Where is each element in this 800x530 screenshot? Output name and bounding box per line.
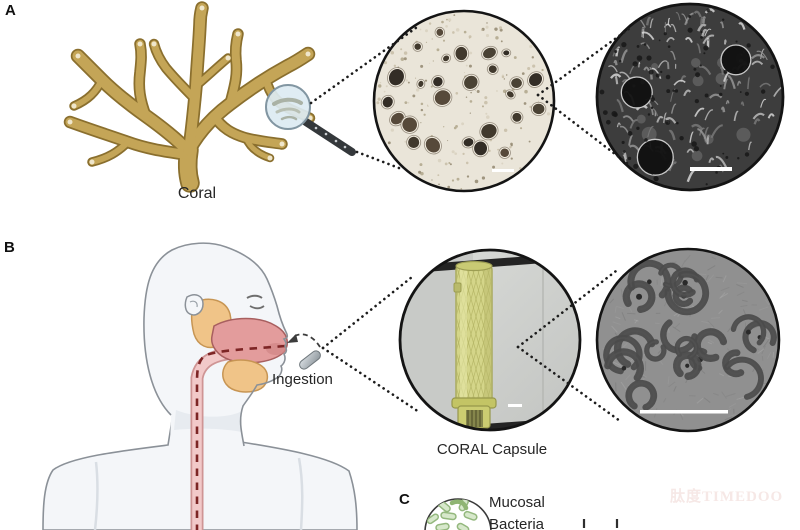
scale-bar — [492, 169, 514, 172]
head-outline — [143, 242, 289, 447]
zoom-connector-lines — [309, 23, 632, 423]
ingested-capsule-icon — [299, 350, 321, 370]
salivary-gland-lower — [222, 359, 269, 393]
coral-capsule — [451, 260, 497, 429]
scale-bar — [690, 167, 732, 171]
ingestion-arrow — [291, 333, 321, 348]
magnifier-lens — [265, 84, 311, 130]
capsule-caption: CORAL Capsule — [436, 441, 548, 458]
torso-shading-right — [297, 457, 304, 530]
mucosal-caption-line1: Mucosal — [489, 494, 545, 511]
panel-c-label: C — [399, 491, 410, 508]
coral-caption: Coral — [177, 185, 217, 202]
coral-sem-image — [595, 2, 785, 192]
coral-macro-photo — [372, 9, 556, 193]
coral-illustration — [63, 1, 316, 193]
ingestion-caption: Ingestion — [272, 371, 333, 388]
tongue — [210, 317, 289, 364]
panel-a-label: A — [5, 2, 16, 19]
mouth-interior — [266, 343, 286, 355]
eyebrow — [246, 294, 263, 299]
scale-bar — [508, 404, 522, 407]
panel-b-label: B — [4, 239, 15, 256]
watermark: 肽度TIMEDOO — [670, 489, 784, 505]
ear — [184, 294, 204, 316]
ingestion-arrowhead — [287, 334, 298, 343]
torso-shading-left — [93, 461, 99, 530]
capsule-sem-image — [595, 247, 781, 433]
capsule-photo — [398, 248, 582, 432]
dashed-bracket-lines — [582, 519, 619, 530]
scale-bar — [640, 410, 728, 414]
curved-bacterium — [449, 499, 469, 511]
mucosal-bacteria-illustration — [424, 498, 619, 530]
magnifier-icon — [265, 84, 356, 156]
ingestion-route-dashed-line — [195, 344, 286, 530]
closed-eye — [249, 305, 265, 310]
human-figure-illustration — [42, 242, 358, 530]
ear-inner — [189, 300, 198, 308]
mucosal-caption-line2: Bacteria — [489, 516, 545, 530]
